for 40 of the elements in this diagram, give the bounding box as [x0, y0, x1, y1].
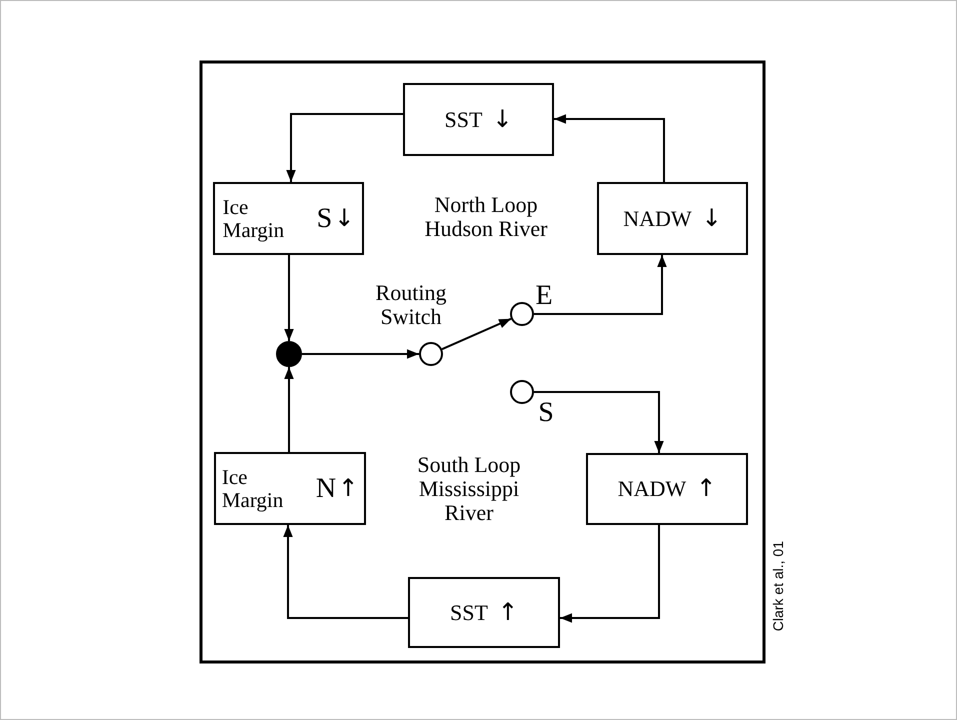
switch-contact — [510, 302, 534, 326]
arrow — [283, 525, 408, 619]
process-box — [408, 577, 560, 648]
trend-arrow: ↑ — [338, 476, 358, 502]
arrow — [442, 318, 512, 350]
process-box — [597, 182, 748, 255]
trend-arrow: ↑ — [498, 600, 518, 626]
arrow — [284, 255, 294, 341]
process-box — [403, 83, 554, 156]
trend-arrow: ↓ — [492, 106, 513, 132]
contact-label: E — [534, 281, 554, 312]
box-label: NADW — [623, 206, 692, 230]
arrow — [554, 114, 665, 182]
loop-label: North Loop Hudson River — [424, 193, 548, 242]
arrow — [302, 349, 419, 359]
region-letter: S — [316, 204, 332, 234]
box-label: SST — [444, 108, 482, 132]
process-box — [586, 453, 748, 525]
arrow — [534, 255, 667, 315]
loop-label: South Loop Mississippi River — [416, 453, 522, 526]
region-letter: N — [316, 474, 336, 504]
source-credit: Clark et al., 01 — [771, 541, 786, 632]
arrow — [284, 367, 294, 452]
box-label: Ice Margin — [222, 196, 286, 241]
box-label: SST — [450, 600, 488, 624]
process-box — [213, 182, 364, 255]
process-box — [214, 452, 366, 525]
trend-arrow: ↑ — [696, 476, 716, 502]
arrow — [286, 113, 403, 182]
switch-label: Routing Switch — [374, 281, 448, 330]
arrow — [534, 391, 664, 453]
contact-label: S — [537, 398, 555, 429]
trend-arrow: ↓ — [702, 206, 722, 232]
switch-contact — [419, 342, 443, 366]
box-label: Ice Margin — [222, 466, 284, 511]
trend-arrow: ↓ — [334, 206, 354, 232]
box-label: NADW — [618, 477, 686, 501]
switch-contact — [510, 380, 534, 404]
arrow — [560, 525, 660, 623]
junction-dot — [276, 341, 302, 367]
